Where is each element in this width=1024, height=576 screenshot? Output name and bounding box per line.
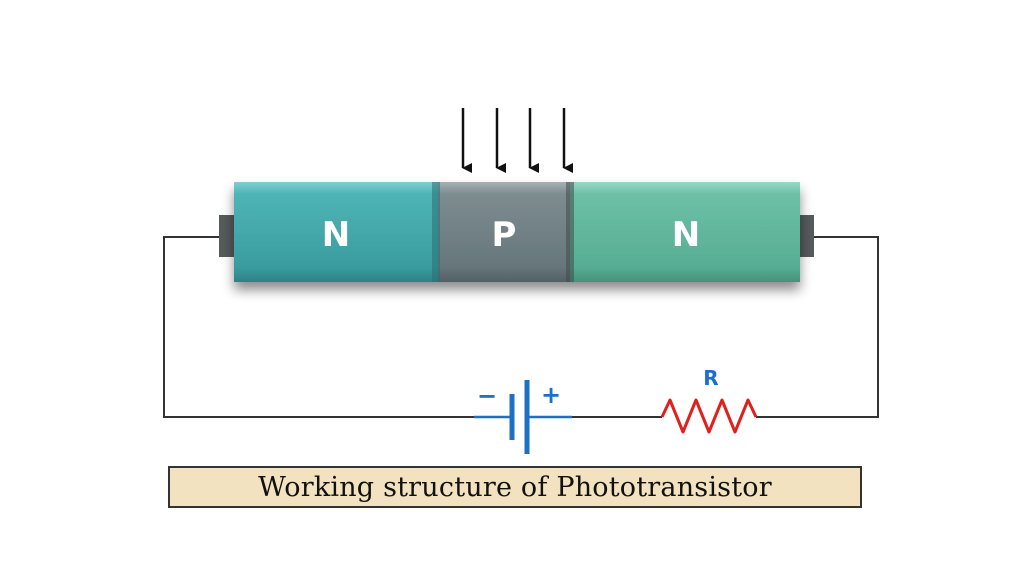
p-region: [438, 182, 570, 282]
region-divider-left: [432, 182, 440, 282]
resistor-symbol: [660, 398, 758, 434]
left-wire: [163, 236, 474, 418]
left-terminal: [219, 215, 237, 257]
battery-symbol: [474, 380, 572, 454]
battery-plus-label: +: [541, 381, 561, 409]
battery-minus-label: −: [477, 382, 497, 410]
p-region-label: P: [492, 215, 517, 255]
caption-box: Working structure of Phototransistor: [168, 466, 862, 508]
n-region-left: [234, 182, 438, 282]
right-terminal: [798, 215, 814, 257]
n-region-right-label: N: [672, 215, 700, 255]
resistor-label: R: [703, 366, 718, 390]
light-arrows: [461, 108, 573, 173]
n-region-left-label: N: [322, 215, 350, 255]
region-divider-right: [566, 182, 574, 282]
semiconductor-body: [234, 182, 800, 282]
right-wire: [756, 236, 879, 418]
circuit-wires: [163, 236, 879, 418]
n-region-right: [570, 182, 800, 282]
caption-text: Working structure of Phototransistor: [258, 471, 772, 503]
